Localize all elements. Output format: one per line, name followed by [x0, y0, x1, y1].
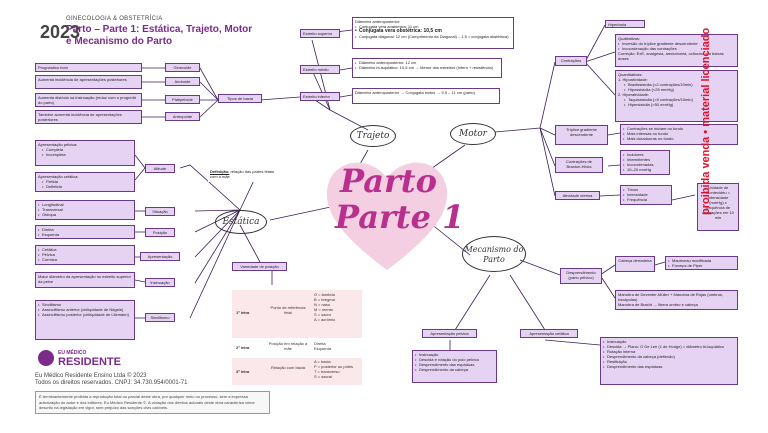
variedade-row-2: 2ª letra Posição em relação à mãe Direit… — [232, 340, 362, 356]
apresentacao-cefalica-node: Apresentação cefálica — [520, 329, 578, 338]
braxton-hicks: Contrações de Braxton-Hicks — [555, 157, 603, 173]
atividade-desc: TônusIntensidadeFrequência — [620, 185, 672, 205]
brand-name: RESIDENTE — [58, 356, 121, 368]
quantitativas-node: Quantitativas: 1. Hipoatividade: Bradiss… — [615, 70, 738, 122]
subject-label: GINECOLOGIA & OBSTETRÍCIA — [66, 16, 163, 22]
estreito-superior-detail: Diâmetro anteroposterior: Conjugata vera… — [352, 17, 514, 49]
bacia-androide: Androide — [165, 77, 200, 86]
braxton-desc: IndoloresIntermitentesIncoordenadas10–20… — [620, 150, 670, 175]
cabeca-derradeira: Cabeça derradeira — [615, 256, 655, 272]
montevideo-node: Unidade de Montevidéu = Intensidade (mmH… — [697, 183, 739, 231]
hipertonia-node: Hipertonia — [605, 20, 645, 28]
estatica-atitude: Atitude — [145, 164, 175, 173]
page-title: Parto – Parte 1: Estática, Trajeto, Moto… — [66, 24, 253, 47]
year-label: 2023 — [40, 22, 81, 42]
company-name: Eu Médico Residente Ensino Ltda © 2023 — [35, 373, 147, 379]
bacia-androide-desc: Aumenta incidência de apresentações post… — [35, 75, 142, 89]
variedade-row-1: 1ª letra Ponto de referência fetal O = l… — [232, 290, 362, 338]
hub-trajeto: Trajeto — [350, 125, 396, 147]
center-title-line1: Parto — [340, 162, 437, 200]
apresentacao-pelvica-items: InsinuaçãoDescida e rotação do polo pélv… — [412, 350, 497, 383]
estatica-posicao: Posição — [145, 228, 175, 237]
center-title-line2: Parte 1 — [335, 198, 465, 236]
rights-text: Todos os direitos reservados. CNPJ: 34.7… — [35, 380, 188, 386]
situacao-desc: LongitudinalTransversalOblíqua — [35, 200, 135, 220]
triplice-gradiente: Tríplice gradiente descendente — [555, 125, 608, 145]
bacia-ginecoide-desc: Prognóstico bom — [35, 63, 142, 72]
manobras-box: Manobra de Deventer-Müller + Manobra de … — [615, 290, 738, 310]
bacia-antropoide: Antropoide — [165, 112, 200, 121]
tipos-bacia: Tipos de bacia — [218, 94, 262, 103]
hub-mecanismo: Mecanismo do Parto — [462, 236, 526, 272]
watermark-text: proibida venda • material licenciado — [700, 27, 712, 215]
bacia-ginecoide: Ginecoide — [165, 63, 200, 72]
apresentacao-desc: CefálicaPélvicaCórmica — [35, 245, 135, 265]
brand-top: EU MÉDICO — [58, 350, 87, 356]
variedade-posicao: Variedade de posição — [232, 262, 287, 271]
estreito-inferior: Estreito inferior — [300, 92, 340, 101]
estatica-sinclitismo: Sinclitismo — [145, 313, 175, 322]
triplice-desc: Contrações se iniciam no fundoMais inten… — [620, 124, 738, 145]
contracoes-node: Contrações — [555, 56, 587, 66]
center-heart — [320, 150, 455, 275]
cabeca-items: Mauriceau modificadaFórceps de Piper — [665, 256, 738, 270]
estreito-medio: Estreito médio — [300, 65, 340, 74]
estreito-medio-detail: Diâmetro anteroposterior: 12 cmDiâmetro … — [352, 58, 502, 78]
estatica-situacao: Situação — [145, 207, 175, 216]
atividade-uterina: Atividade uterina — [555, 191, 600, 200]
bacia-platipeloide-desc: Aumenta distócia na insinuação (reduz co… — [35, 93, 142, 107]
estatica-apresentacao: Apresentação — [140, 252, 180, 261]
apresentacao-cefalica-items: InsinuaçãoDescida → Plano: O De Lee (1 d… — [600, 337, 738, 385]
atitude-cefalica: Apresentação cefálica: FletidaDefletida — [35, 172, 135, 192]
estreito-inferior-detail: Diâmetro anteroposterior → Conjugata exi… — [352, 88, 500, 104]
sinclitismo-desc: SinclitismoAssinclitismo anterior (obliq… — [35, 300, 135, 340]
estreito-superior: Estreito superior — [300, 29, 340, 38]
definicao-box: Definição: relação das partes fetais com… — [208, 168, 283, 182]
bacia-antropoide-desc: Também aumenta incidência de apresentaçõ… — [35, 110, 142, 124]
estatica-insinuacao: Insinuação — [145, 278, 175, 287]
desprendimento-node: Desprendimento (parto pélvico) — [560, 268, 602, 284]
insinuacao-desc: Maior diâmetro da apresentação no estrei… — [35, 272, 135, 288]
hub-motor: Motor — [450, 123, 496, 145]
legal-notice: É terminantemente proibida a reprodução … — [35, 391, 270, 414]
qualitativas-node: Qualitativas: Inversão do tríplice gradi… — [615, 34, 738, 67]
bacia-platipeloide: Platipeloide — [165, 95, 200, 104]
hub-estatica: Estática — [215, 210, 267, 234]
apresentacao-pelvica-node: Apresentação pélvica — [422, 329, 477, 338]
brand-logo — [38, 350, 54, 366]
atitude-pelvica: Apresentação pélvica: CompletaIncompleta — [35, 140, 135, 166]
